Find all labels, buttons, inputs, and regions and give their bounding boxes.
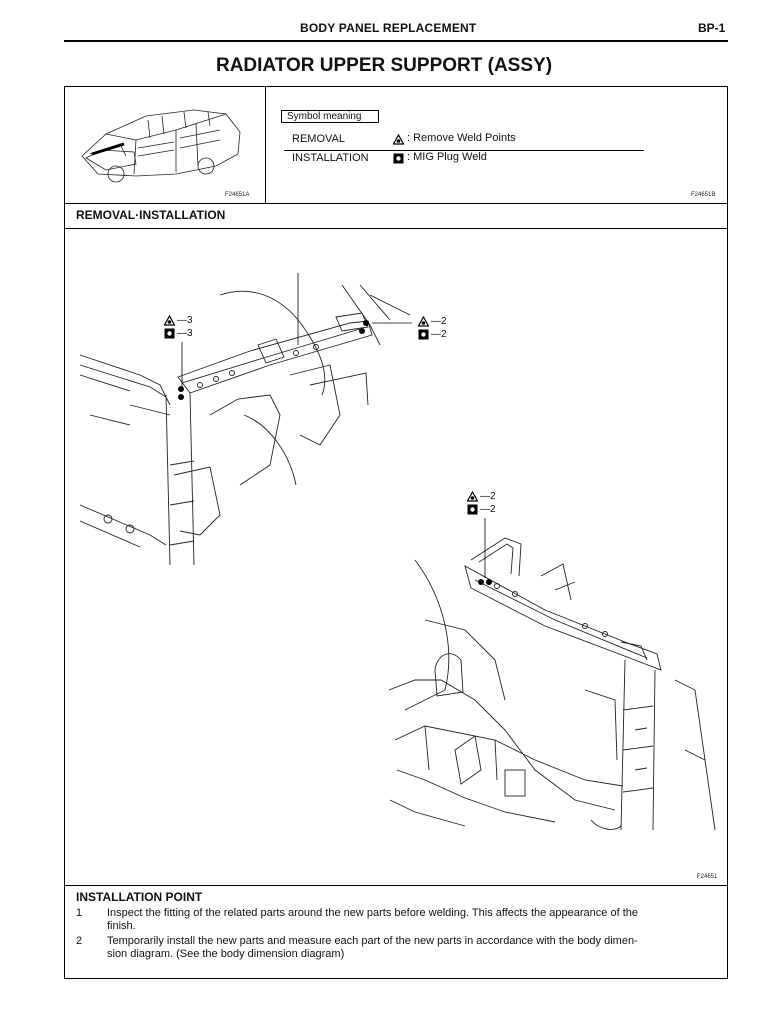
instruction-number-1: 1 [76, 907, 83, 919]
remove-weld-icon [393, 134, 404, 145]
callout-lower-remove-count: —2 [480, 491, 496, 502]
page-number: BP-1 [698, 21, 726, 35]
callout-lower: —2 —2 [467, 491, 496, 515]
mig-plug-weld-icon [467, 504, 478, 515]
remove-weld-icon [418, 316, 429, 327]
instruction-1-line-2: finish. [107, 920, 136, 932]
running-header-title: BODY PANEL REPLACEMENT [300, 21, 477, 35]
remove-weld-icon [467, 491, 478, 502]
instruction-number-2: 2 [76, 935, 83, 947]
installation-point-heading: INSTALLATION POINT [76, 890, 203, 904]
callout-top-left: —3 —3 [164, 315, 193, 339]
removal-desc: : Remove Weld Points [407, 132, 516, 144]
symbol-panel-divider [265, 86, 266, 204]
symbol-meaning-label: Symbol meaning [281, 110, 379, 123]
instruction-1-line-1: Inspect the fitting of the related parts… [107, 907, 638, 919]
vehicle-body-illustration [81, 109, 241, 183]
header-rule [64, 40, 728, 42]
installation-point-box [64, 885, 728, 979]
instruction-2-line-1: Temporarily install the new parts and me… [107, 935, 638, 947]
remove-weld-icon [164, 315, 175, 326]
callout-lower-weld-count: —2 [480, 504, 496, 515]
callout-top-right: —2 —2 [418, 316, 447, 340]
callout-top-right-remove-count: —2 [431, 316, 447, 327]
symbol-row-rule [284, 150, 644, 151]
page-title: RADIATOR UPPER SUPPORT (ASSY) [215, 55, 553, 76]
mig-plug-weld-icon [164, 328, 175, 339]
figure-code-right: F24651B [691, 192, 716, 198]
callout-top-left-weld-count: —3 [177, 328, 193, 339]
removal-label: REMOVAL [292, 133, 345, 145]
instruction-2-line-2: sion diagram. (See the body dimension di… [107, 948, 345, 960]
mig-plug-weld-icon [418, 329, 429, 340]
callout-top-left-remove-count: —3 [177, 315, 193, 326]
installation-label: INSTALLATION [292, 152, 369, 164]
callout-top-right-weld-count: —2 [431, 329, 447, 340]
upper-support-detail-drawing [388, 537, 716, 831]
upper-support-assembly-drawing [79, 273, 411, 566]
installation-desc: : MIG Plug Weld [407, 151, 487, 163]
figure-code-left: F24651A [225, 192, 250, 198]
removal-installation-heading: REMOVAL·INSTALLATION [76, 208, 226, 222]
mig-plug-weld-icon [393, 153, 404, 164]
figure-code-main: F24651 [697, 874, 718, 880]
